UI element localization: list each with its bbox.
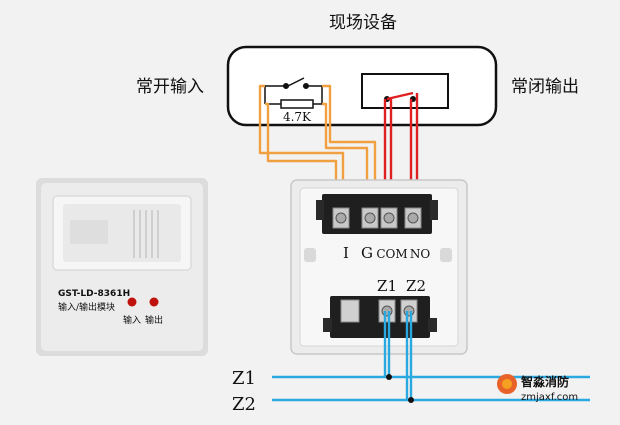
- module-name: 输入/输出模块: [58, 301, 115, 313]
- led-output-label: 输出: [145, 314, 163, 326]
- terminal-label-z2: Z2: [406, 277, 426, 295]
- module-device: [36, 178, 208, 356]
- bottom-terminal-block: [323, 296, 437, 338]
- terminal-label-no: NO: [410, 247, 431, 261]
- no-input-label: 常开输入: [136, 77, 204, 97]
- watermark-logo: [497, 374, 517, 394]
- nc-output-contact-box: [361, 73, 449, 109]
- nc-output-label: 常闭输出: [511, 77, 579, 97]
- led-input-label: 输入: [123, 314, 141, 326]
- field-device-title: 现场设备: [329, 13, 397, 33]
- terminal-label-com: COM: [376, 247, 407, 261]
- led-output-indicator: [149, 297, 159, 307]
- bus-label-z2: Z2: [232, 394, 256, 415]
- top-terminal-block: [316, 194, 438, 234]
- terminal-label-i: I: [343, 244, 349, 262]
- input-wire-pair: [258, 84, 377, 212]
- terminal-label-z1: Z1: [377, 277, 397, 295]
- bus-label-z1: Z1: [232, 368, 256, 389]
- watermark-brand: 智淼消防: [520, 374, 569, 389]
- resistor-symbol: [280, 99, 314, 109]
- module-model: GST-LD-8361H: [58, 289, 130, 299]
- resistor-label: 4.7K: [283, 110, 312, 124]
- normally-open-switch: [264, 77, 323, 105]
- bus-wiring: [272, 311, 590, 402]
- watermark-site: zmjaxf.com: [521, 392, 578, 403]
- terminal-label-g: G: [361, 244, 373, 262]
- bus-junction-z2: [408, 397, 414, 403]
- led-input-indicator: [127, 297, 137, 307]
- bus-junction-z1: [386, 374, 392, 380]
- nc-contact-bridge: [386, 91, 414, 101]
